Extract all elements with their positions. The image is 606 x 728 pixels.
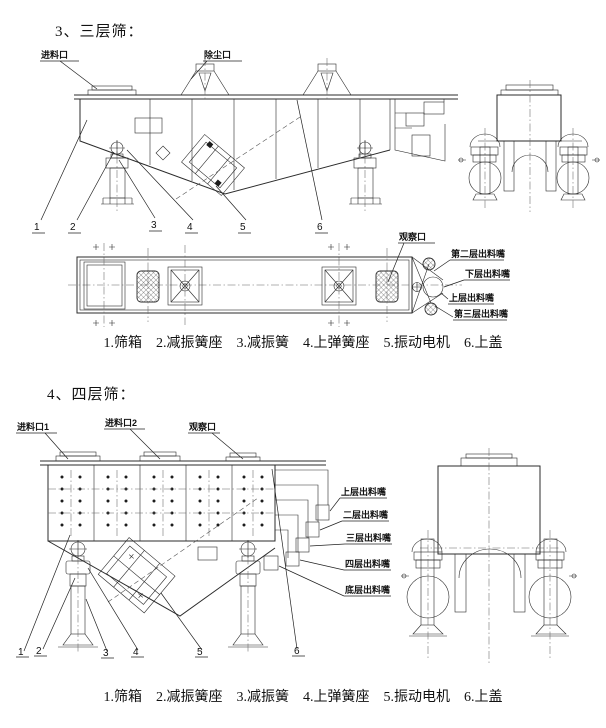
callout-observation-port: 观察口 xyxy=(387,231,435,283)
part-number: 2 xyxy=(70,222,76,233)
part-number: 4 xyxy=(133,647,139,658)
bottom-hatch xyxy=(197,546,218,561)
part-number: 6 xyxy=(317,222,323,233)
feed-inlet-1-label: 进料口1 xyxy=(17,421,49,432)
callout-third-layer-outlet: 第三层出料嘴 xyxy=(434,305,508,321)
fourth-layer-outlet-label: 四层出料嘴 xyxy=(345,558,390,569)
callout-second-layer-outlet: 第二层出料嘴 xyxy=(433,248,505,272)
part-number: 3 xyxy=(103,648,109,659)
callout-upper-layer-outlet: 上层出料嘴 xyxy=(329,486,387,512)
callout-observation-port: 观察口 xyxy=(188,421,244,460)
side-step-nozzle xyxy=(405,112,425,127)
callout-bottom-layer-outlet: 底层出料嘴 xyxy=(278,565,391,597)
caption-item: 6.上盖 xyxy=(464,336,503,351)
stepped-discharge-nozzles xyxy=(263,469,330,571)
part-number: 5 xyxy=(197,647,203,658)
three-layer-side-view: 进料口 除尘口 1 2 3 4 5 6 xyxy=(32,49,458,234)
upper-layer-outlet-label: 上层出料嘴 xyxy=(449,292,494,303)
third-layer-outlet-label: 第三层出料嘴 xyxy=(454,308,508,319)
part-number-callouts: 1 2 3 4 5 6 xyxy=(32,99,328,234)
dust-port-label: 除尘口 xyxy=(204,49,231,60)
inspection-hatch xyxy=(134,117,163,134)
three-layer-end-view xyxy=(458,80,600,212)
callout-feed-inlet: 进料口 xyxy=(40,49,98,90)
feed-inlet-opening xyxy=(83,261,126,310)
four-layer-end-view xyxy=(401,448,577,663)
parts-caption-four-layer: 1.筛箱 2.减振簧座 3.减振簧 4.上弹簧座 5.振动电机 6.上盖 xyxy=(0,686,606,706)
section-heading-three-layer: 3、三层筛： xyxy=(55,24,144,40)
part-number: 3 xyxy=(151,220,157,231)
spring-leg-left xyxy=(101,140,134,205)
screen-box xyxy=(47,464,276,542)
second-layer-outlet-label: 二层出料嘴 xyxy=(343,509,388,520)
caption-item: 4.上弹簧座 xyxy=(303,336,370,351)
caption-item: 1.筛箱 xyxy=(103,336,143,351)
caption-item: 3.减振簧 xyxy=(236,336,290,351)
third-layer-outlet-label: 三层出料嘴 xyxy=(346,532,391,543)
part-number: 1 xyxy=(18,647,24,658)
side-step-nozzle xyxy=(411,134,431,157)
second-layer-outlet-label: 第二层出料嘴 xyxy=(451,248,505,259)
bottom-layer-outlet-label: 底层出料嘴 xyxy=(345,584,390,595)
spring-leg-right xyxy=(349,140,382,205)
lower-layer-outlet-label: 下层出料嘴 xyxy=(465,268,510,279)
spring-drum-left xyxy=(406,575,450,619)
part-number: 1 xyxy=(34,222,40,233)
caption-item: 5.振动电机 xyxy=(383,690,451,705)
feed-inlet-label: 进料口 xyxy=(41,49,68,60)
callout-third-layer-outlet: 三层出料嘴 xyxy=(309,532,392,547)
caption-item: 6.上盖 xyxy=(464,690,503,705)
callout-upper-layer-outlet: 上层出料嘴 xyxy=(440,292,494,305)
part-number: 5 xyxy=(240,222,246,233)
callout-second-layer-outlet: 二层出料嘴 xyxy=(319,509,389,531)
diamond-detail xyxy=(155,145,171,161)
part-number: 4 xyxy=(187,222,193,233)
parts-caption-three-layer: 1.筛箱 2.减振簧座 3.减振簧 4.上弹簧座 5.振动电机 6.上盖 xyxy=(0,332,606,352)
observation-port-label: 观察口 xyxy=(399,231,426,242)
four-layer-side-view: 进料口1 进料口2 观察口 xyxy=(16,417,392,659)
feed-inlet-plate xyxy=(87,85,137,96)
callout-dust-port: 除尘口 xyxy=(190,49,242,80)
section-heading-four-layer: 4、四层筛： xyxy=(47,387,136,403)
callout-fourth-layer-outlet: 四层出料嘴 xyxy=(299,558,391,571)
side-step-nozzle xyxy=(423,101,445,115)
caption-item: 3.减振簧 xyxy=(236,690,290,705)
part-number: 6 xyxy=(294,646,300,657)
upper-layer-outlet-label: 上层出料嘴 xyxy=(341,486,386,497)
caption-item: 5.振动电机 xyxy=(383,336,451,351)
caption-item: 2.减振簧座 xyxy=(156,690,223,705)
vibration-motor xyxy=(97,537,176,614)
top-plates xyxy=(55,451,261,462)
callout-lower-layer-outlet: 下层出料嘴 xyxy=(443,268,510,288)
bolt-dots xyxy=(60,475,264,527)
observation-port-label: 观察口 xyxy=(189,421,216,432)
vibration-motor xyxy=(181,134,245,196)
three-layer-plan-view: 观察口 第二层出料嘴 下层出料嘴 上层出料嘴 第三层出料嘴 xyxy=(68,231,510,327)
spring-drum-right xyxy=(528,575,572,619)
discharge-end xyxy=(411,256,444,316)
part-number: 2 xyxy=(36,646,42,657)
callout-feed-inlet-1: 进料口1 xyxy=(16,421,69,460)
callout-feed-inlet-2: 进料口2 xyxy=(104,417,161,460)
caption-item: 4.上弹簧座 xyxy=(303,690,370,705)
caption-item: 2.减振簧座 xyxy=(156,336,223,351)
feed-inlet-2-label: 进料口2 xyxy=(105,417,137,428)
caption-item: 1.筛箱 xyxy=(103,690,143,705)
part-number-callouts: 1 2 3 4 5 6 xyxy=(16,468,305,659)
